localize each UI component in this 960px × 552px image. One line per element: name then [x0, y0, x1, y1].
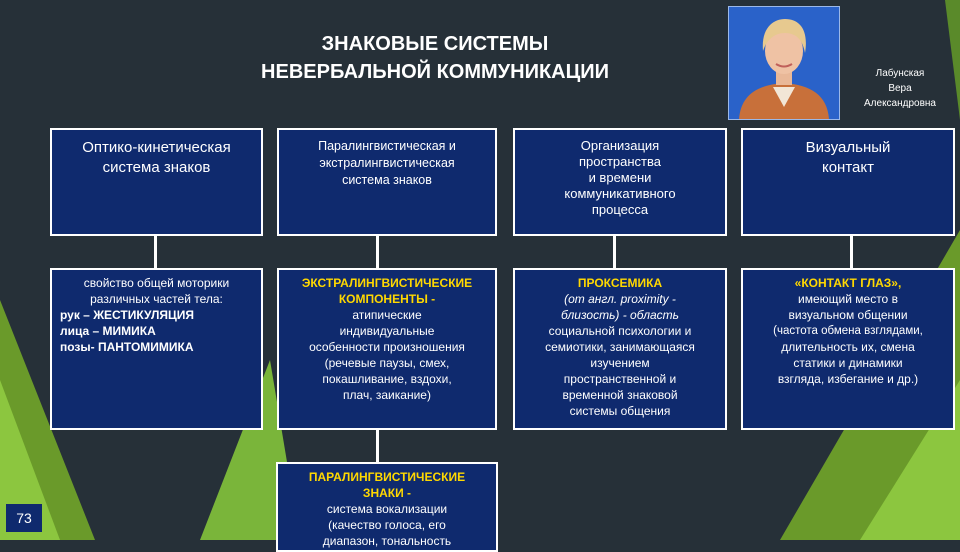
header-line: пространства — [578, 154, 662, 169]
header-line: Оптико-кинетическая — [82, 139, 231, 156]
connector-line-2 — [376, 236, 379, 268]
detail-line: имеющий место в — [798, 292, 898, 306]
detail-line: «КОНТАКТ ГЛАЗ», — [794, 276, 902, 290]
detail-box-paralinguistic-signs: ПАРАЛИНГВИСТИЧЕСКИЕ ЗНАКИ - система вока… — [276, 462, 498, 552]
detail-line: ПАРАЛИНГВИСТИЧЕСКИЕ — [308, 470, 466, 484]
header-line: контакт — [821, 159, 874, 176]
author-photo — [728, 6, 840, 120]
green-triangle-left-light — [0, 380, 60, 540]
detail-line: атипические — [352, 308, 422, 322]
detail-line: рук – ЖЕСТИКУЛЯЦИЯ — [60, 308, 195, 322]
header-line: и времени — [588, 170, 652, 185]
detail-line: (от англ. proximity - — [564, 292, 676, 306]
header-line: система знаков — [342, 173, 432, 187]
author-name: Лабунская Вера Александровна — [848, 66, 952, 111]
author-firstname: Вера — [888, 83, 912, 94]
portrait-image — [729, 7, 839, 119]
author-patronymic: Александровна — [864, 98, 936, 109]
connector-line-3 — [613, 236, 616, 268]
detail-line: изучением — [590, 356, 650, 370]
header-line: процесса — [591, 202, 649, 217]
detail-line: близость) - область — [561, 308, 679, 322]
header-box-visual-contact: Визуальный контакт — [741, 128, 955, 236]
detail-line: семиотики, занимающаяся — [545, 340, 695, 354]
detail-line: временной знаковой — [562, 388, 678, 402]
detail-line: взгляда, избегание и др.) — [777, 372, 919, 386]
detail-line: визуальном общении — [788, 308, 908, 322]
detail-line: (речевые паузы, смех, — [324, 356, 450, 370]
page-number: 73 — [6, 504, 42, 532]
header-box-space-time: Организация пространства и времени комму… — [513, 128, 727, 236]
detail-line: статики и динамики — [793, 356, 903, 370]
detail-line: ЭКСТРАЛИНГВИСТИЧЕСКИЕ — [301, 276, 473, 290]
detail-box-optical-kinetic: свойство общей моторики различных частей… — [50, 268, 263, 430]
detail-line: длительность их, смена — [781, 340, 915, 354]
green-triangle-edge — [945, 0, 960, 120]
header-line: Паралингвистическая и — [318, 139, 456, 153]
detail-line: системы общения — [569, 404, 671, 418]
detail-box-proxemics: ПРОКСЕМИКА (от англ. proximity - близост… — [513, 268, 727, 430]
header-line: экстралингвистическая — [319, 156, 455, 170]
detail-line: (частота обмена взглядами, — [773, 325, 923, 337]
header-box-paralinguistic: Паралингвистическая и экстралингвистичес… — [277, 128, 497, 236]
author-surname: Лабунская — [875, 68, 925, 79]
detail-line: плач, заикание) — [343, 388, 431, 402]
detail-line: ПРОКСЕМИКА — [577, 276, 663, 290]
title-line-1: ЗНАКОВЫЕ СИСТЕМЫ — [321, 33, 549, 55]
detail-line: различных частей тела: — [90, 292, 223, 306]
detail-line: свойство общей моторики — [83, 276, 230, 290]
header-box-optical-kinetic: Оптико-кинетическая система знаков — [50, 128, 263, 236]
header-line: Организация — [580, 138, 660, 153]
title-line-2: НЕВЕРБАЛЬНОЙ КОММУНИКАЦИИ — [261, 61, 609, 83]
connector-line-5 — [376, 430, 379, 462]
detail-line: лица – МИМИКА — [60, 324, 156, 338]
detail-box-eye-contact: «КОНТАКТ ГЛАЗ», имеющий место в визуальн… — [741, 268, 955, 430]
detail-line: особенности произношения — [309, 340, 465, 354]
connector-line-1 — [154, 236, 157, 268]
header-line: коммуникативного — [564, 186, 676, 201]
detail-line: пространственной и — [563, 372, 677, 386]
green-triangle-mid — [200, 360, 300, 540]
detail-box-extralinguistic: ЭКСТРАЛИНГВИСТИЧЕСКИЕ КОМПОНЕНТЫ - атипи… — [277, 268, 497, 430]
detail-line: система вокализации — [326, 502, 448, 516]
detail-line: покашливание, вздохи, — [322, 372, 452, 386]
detail-line: индивидуальные — [339, 324, 435, 338]
connector-line-4 — [850, 236, 853, 268]
slide-title: ЗНАКОВЫЕ СИСТЕМЫ НЕВЕРБАЛЬНОЙ КОММУНИКАЦ… — [200, 30, 670, 86]
detail-line: социальной психологии и — [548, 324, 692, 338]
detail-line: ЗНАКИ - — [362, 486, 412, 500]
detail-line: диапазон, тональность — [322, 534, 452, 548]
header-line: Визуальный — [805, 139, 891, 156]
detail-line: КОМПОНЕНТЫ - — [338, 292, 436, 306]
detail-line: позы- ПАНТОМИМИКА — [60, 340, 194, 354]
header-line: система знаков — [102, 159, 211, 176]
detail-line: (качество голоса, его — [328, 518, 446, 532]
